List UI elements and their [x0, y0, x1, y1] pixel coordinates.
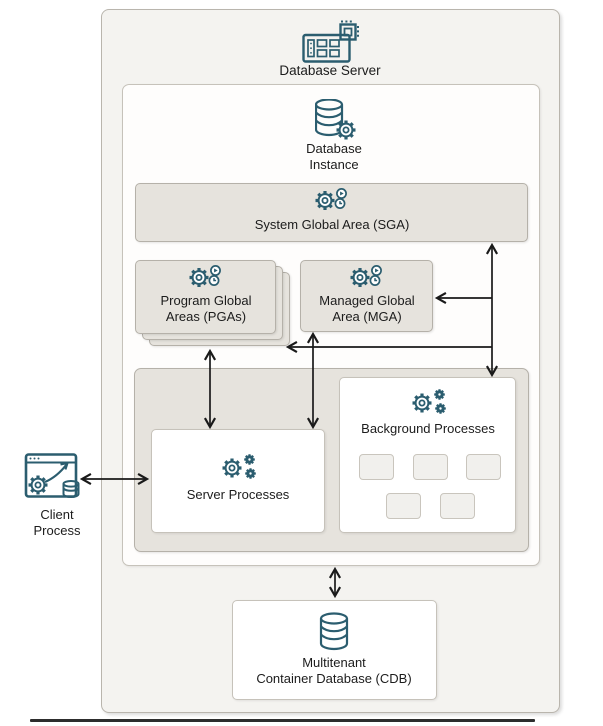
background-process-tile [386, 493, 421, 519]
server-icon [299, 20, 363, 64]
gear-schedule-icon [312, 187, 352, 215]
background-processes-label: Background Processes [361, 421, 495, 436]
gears-icon [408, 387, 448, 419]
pga-label: Program Global Areas (PGAs) [160, 293, 252, 324]
background-process-tile [413, 454, 448, 480]
client-process-label: Client Process [33, 507, 81, 538]
background-process-tile [359, 454, 394, 480]
server-processes-label: Server Processes [186, 487, 290, 502]
database-server-label: Database Server [279, 63, 381, 78]
client-app-icon [24, 449, 82, 503]
bottom-edge-line [30, 719, 535, 722]
server-processes-box [151, 429, 325, 533]
gears-icon [218, 452, 258, 484]
sga-box [135, 183, 528, 242]
database-icon [312, 611, 356, 653]
pga-box [135, 260, 276, 334]
database-instance-label: Database Instance [306, 141, 362, 172]
background-process-tile [440, 493, 475, 519]
gear-schedule-icon [347, 264, 387, 292]
gear-schedule-icon [186, 264, 226, 292]
mga-label: Managed Global Area (MGA) [319, 293, 415, 324]
database-gear-icon [315, 99, 357, 141]
sga-label: System Global Area (SGA) [254, 217, 410, 232]
cdb-label: Multitenant Container Database (CDB) [256, 655, 412, 686]
background-process-tile [466, 454, 501, 480]
